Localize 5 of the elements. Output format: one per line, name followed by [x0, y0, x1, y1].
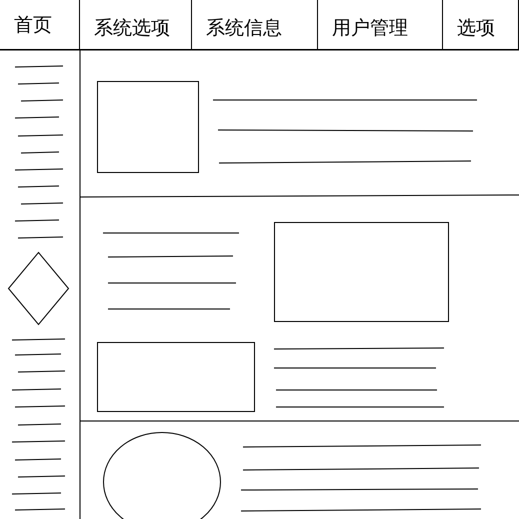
nav-tab: 选项	[443, 0, 519, 50]
nav-tab: 用户管理	[318, 0, 443, 50]
nav-tab: 首页	[0, 0, 80, 50]
nav-tab: 系统信息	[192, 0, 318, 50]
nav-tab: 系统选项	[80, 0, 192, 50]
